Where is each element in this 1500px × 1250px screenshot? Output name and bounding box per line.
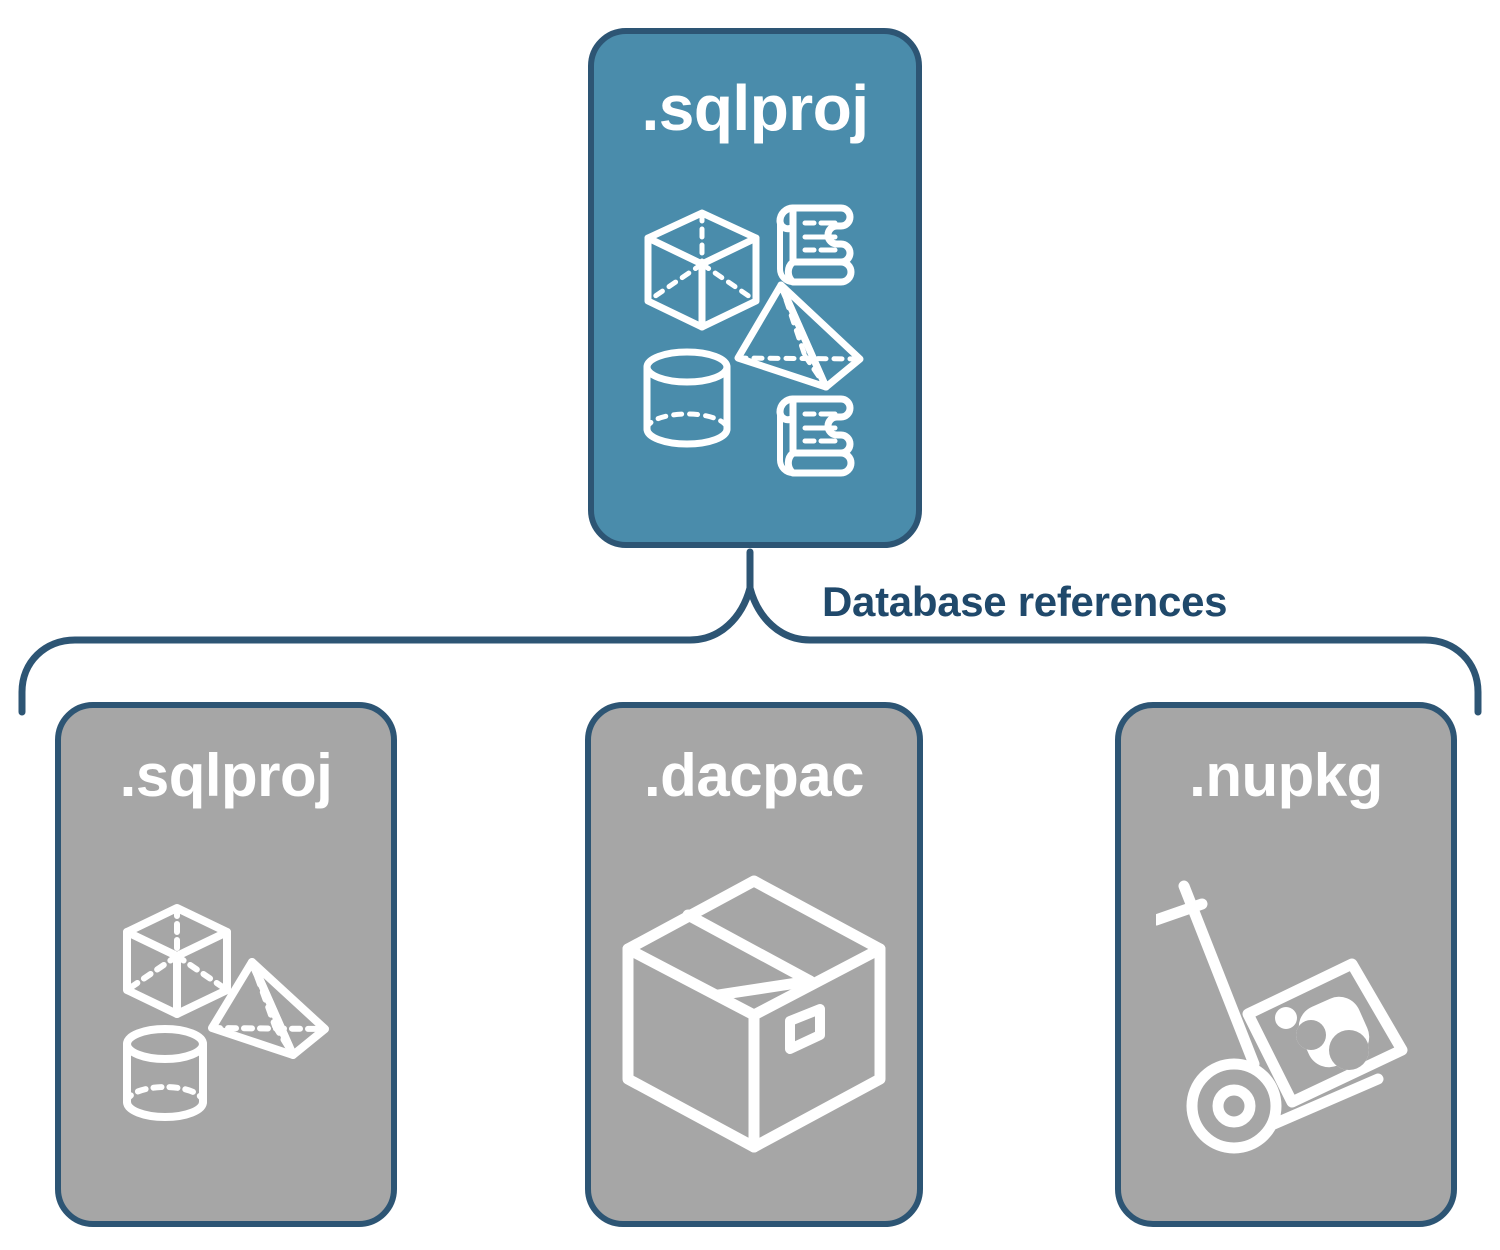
dolly-handle-grip: [1156, 898, 1208, 925]
bracket-left-arm: [18, 584, 754, 716]
card-reference-sqlproj-artwork: [61, 806, 391, 1221]
package-box-icon: [622, 875, 886, 1152]
card-reference-nupkg-title: .nupkg: [1189, 742, 1383, 809]
card-reference-dacpac[interactable]: .dacpac: [585, 702, 923, 1227]
card-root-sqlproj[interactable]: .sqlproj: [588, 28, 922, 548]
nuget-logo-cutouts: [1296, 1019, 1369, 1070]
hand-truck-nuget-package-icon: [1156, 880, 1408, 1153]
cylinder-icon: [643, 348, 731, 448]
database-objects-icon: [123, 903, 329, 1121]
database-objects-and-scripts-icon: [643, 204, 864, 477]
cube-icon: [644, 209, 760, 331]
cube-icon: [123, 903, 231, 1018]
card-reference-nupkg-artwork: [1121, 806, 1451, 1221]
dolly-frame-rail: [1178, 880, 1260, 1069]
card-reference-nupkg[interactable]: .nupkg: [1115, 702, 1457, 1227]
pyramid-icon: [208, 957, 329, 1059]
card-root-artwork: [594, 140, 916, 542]
script-scroll-icon-top: [776, 204, 855, 286]
dolly-toe-plate: [1268, 1073, 1384, 1129]
card-reference-dacpac-artwork: [591, 806, 917, 1221]
card-reference-sqlproj[interactable]: .sqlproj: [55, 702, 397, 1227]
script-scroll-icon-bottom: [776, 395, 855, 477]
nuget-package-box: [1242, 958, 1408, 1107]
cylinder-icon: [123, 1024, 207, 1121]
card-reference-dacpac-title: .dacpac: [644, 742, 864, 809]
pyramid-icon: [734, 281, 864, 391]
card-reference-sqlproj-title: .sqlproj: [119, 742, 333, 809]
card-root-title: .sqlproj: [641, 72, 869, 144]
dolly-wheel: [1186, 1058, 1282, 1153]
database-references-bracket: [18, 548, 1482, 716]
bracket-label: Database references: [812, 578, 1238, 626]
